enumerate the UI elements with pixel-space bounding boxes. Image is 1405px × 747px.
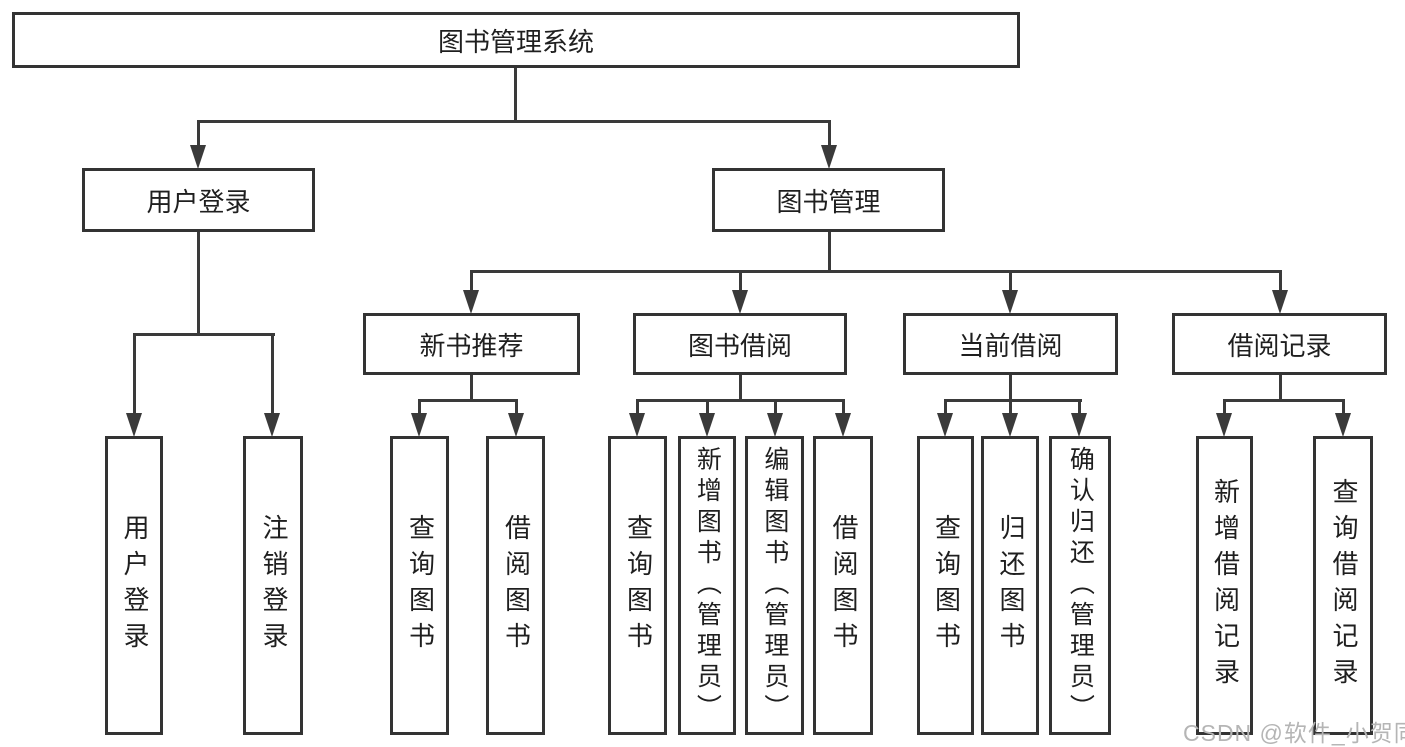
node-label: 借阅记录	[1227, 330, 1332, 361]
leaf-add-books-admin: 新增图书（管理员）	[678, 436, 736, 735]
connector-segment	[133, 333, 275, 336]
node-label: 注销登录	[258, 513, 289, 658]
connector-segment	[1279, 372, 1282, 402]
leaf-logout: 注销登录	[243, 436, 303, 735]
node-label: 图书管理系统	[437, 26, 594, 57]
arrowhead-icon	[629, 413, 645, 437]
arrowhead-icon	[699, 413, 715, 437]
arrowhead-icon	[411, 413, 427, 437]
arrowhead-icon	[767, 413, 783, 437]
connector-segment	[418, 399, 421, 415]
arrowhead-icon	[1002, 413, 1018, 437]
connector-segment	[1009, 270, 1012, 292]
connector-segment	[470, 372, 473, 402]
arrowhead-icon	[1002, 290, 1018, 314]
arrowhead-icon	[835, 413, 851, 437]
connector-segment	[842, 399, 845, 415]
arrowhead-icon	[190, 145, 206, 169]
leaf-add-borrow-record: 新增借阅记录	[1196, 436, 1253, 735]
connector-segment	[1009, 372, 1012, 402]
connector-segment	[1078, 399, 1081, 415]
connector-segment	[774, 399, 777, 415]
node-label: 归还图书	[995, 513, 1026, 658]
node-label: 编辑图书（管理员）	[760, 446, 789, 725]
node-label: 图书管理	[776, 186, 881, 217]
node-label: 新书推荐	[419, 330, 524, 361]
connector-segment	[271, 333, 274, 415]
arrowhead-icon	[1216, 413, 1232, 437]
connector-segment	[515, 399, 518, 415]
node-book-management: 图书管理	[712, 168, 945, 232]
node-label: 用户登录	[119, 513, 150, 658]
node-label: 新增图书（管理员）	[693, 446, 722, 725]
connector-segment	[1342, 399, 1345, 415]
arrowhead-icon	[1272, 290, 1288, 314]
node-label: 图书借阅	[687, 330, 792, 361]
node-new-book-recommend: 新书推荐	[363, 313, 580, 375]
connector-segment	[197, 120, 200, 148]
connector-segment	[706, 399, 709, 415]
connector-segment	[470, 270, 1282, 273]
node-label: 借阅图书	[828, 513, 859, 658]
connector-segment	[944, 399, 1082, 402]
leaf-query-borrow-record: 查询借阅记录	[1313, 436, 1373, 735]
connector-segment	[514, 66, 517, 123]
leaf-confirm-return-admin: 确认归还（管理员）	[1049, 436, 1111, 735]
csdn-watermark: CSDN @软件_小贺同学	[1183, 720, 1405, 746]
arrowhead-icon	[1335, 413, 1351, 437]
leaf-query-books-recommend: 查询图书	[390, 436, 449, 735]
node-label: 查询图书	[931, 513, 962, 658]
connector-segment	[1223, 399, 1226, 415]
arrowhead-icon	[463, 290, 479, 314]
connector-segment	[636, 399, 845, 402]
connector-segment	[133, 333, 136, 415]
arrowhead-icon	[937, 413, 953, 437]
node-label: 用户登录	[146, 186, 251, 217]
connector-segment	[739, 270, 742, 292]
connector-segment	[197, 230, 200, 336]
arrowhead-icon	[1071, 413, 1087, 437]
node-label: 查询图书	[405, 513, 436, 658]
node-label: 借阅图书	[501, 513, 532, 658]
connector-segment	[636, 399, 639, 415]
connector-segment	[828, 230, 831, 273]
arrowhead-icon	[264, 413, 280, 437]
leaf-user-login: 用户登录	[105, 436, 163, 735]
node-label: 确认归还（管理员）	[1066, 446, 1095, 725]
leaf-query-books-borrowing: 查询图书	[608, 436, 667, 735]
node-current-borrowing: 当前借阅	[903, 313, 1118, 375]
arrowhead-icon	[732, 290, 748, 314]
connector-segment	[739, 372, 742, 402]
node-label: 当前借阅	[958, 330, 1063, 361]
leaf-borrow-books-recommend: 借阅图书	[486, 436, 545, 735]
connector-segment	[197, 120, 831, 123]
leaf-borrow-books-borrowing: 借阅图书	[813, 436, 873, 735]
connector-segment	[1009, 399, 1012, 415]
arrowhead-icon	[508, 413, 524, 437]
node-user-login: 用户登录	[82, 168, 315, 232]
connector-segment	[418, 399, 518, 402]
connector-segment	[470, 270, 473, 292]
arrowhead-icon	[821, 145, 837, 169]
node-borrowing-records: 借阅记录	[1172, 313, 1387, 375]
node-library-management-system: 图书管理系统	[12, 12, 1020, 68]
arrowhead-icon	[126, 413, 142, 437]
connector-segment	[1279, 270, 1282, 292]
node-book-borrowing: 图书借阅	[633, 313, 847, 375]
node-label: 查询借阅记录	[1328, 477, 1359, 694]
node-label: 新增借阅记录	[1210, 477, 1241, 694]
leaf-query-books-current: 查询图书	[917, 436, 974, 735]
node-label: 查询图书	[623, 513, 654, 658]
connector-segment	[828, 120, 831, 148]
connector-segment	[944, 399, 947, 415]
leaf-return-books: 归还图书	[981, 436, 1039, 735]
connector-segment	[1223, 399, 1345, 402]
leaf-edit-books-admin: 编辑图书（管理员）	[745, 436, 804, 735]
